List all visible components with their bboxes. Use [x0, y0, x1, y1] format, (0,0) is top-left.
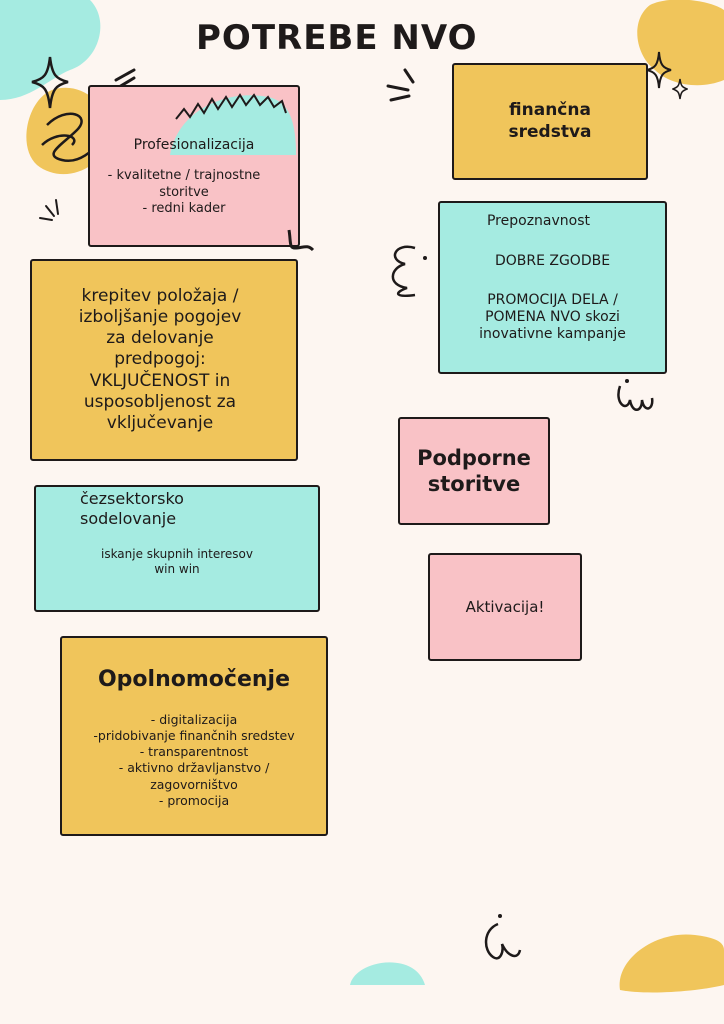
sparkle-icon: [646, 51, 672, 89]
yellow-blob-bottom-right: [619, 934, 724, 993]
note-heading: finančna sredstva: [508, 100, 592, 142]
note-body: - digitalizacija -pridobivanje finančnih…: [93, 711, 295, 808]
note-heading: Profesionalizacija: [133, 136, 255, 153]
rays-icon: [39, 199, 59, 221]
sparkle-icon: [31, 56, 69, 109]
note-cezsektorsko-sodelovanje: čezsektorsko sodelovanje iskanje skupnih…: [34, 485, 320, 612]
note-body: iskanje skupnih interesov win win: [100, 547, 253, 576]
note-krepitev-polozaja: krepitev položaja / izboljšanje pogojev …: [30, 259, 298, 461]
rays-icon: [386, 68, 415, 102]
swirl-icon: [617, 379, 654, 411]
note-body: PROMOCIJA DELA / POMENA NVO skozi inovat…: [479, 292, 626, 342]
note-heading: Aktivacija!: [465, 597, 545, 616]
zigzag-icon: [170, 93, 296, 155]
note-heading: čezsektorsko sodelovanje: [80, 489, 184, 528]
note-heading: Podporne storitve: [417, 445, 531, 496]
swirl-icon: [484, 914, 522, 960]
note-podporne-storitve: Podporne storitve: [398, 417, 550, 525]
note-body: - kvalitetne / trajnostne storitve - red…: [107, 168, 261, 216]
aqua-blob-top-left: [0, 0, 101, 100]
note-profesionalizacija: Profesionalizacija - kvalitetne / trajno…: [88, 85, 300, 247]
aqua-blob-bottom: [350, 962, 425, 985]
note-body: krepitev položaja / izboljšanje pogojev …: [78, 285, 242, 434]
note-prepoznavnost: Prepoznavnost DOBRE ZGODBE PROMOCIJA DEL…: [438, 201, 667, 374]
squiggle-icon: [287, 229, 315, 252]
note-aktivacija: Aktivacija!: [428, 553, 582, 661]
note-heading: Prepoznavnost: [486, 213, 591, 229]
swirl-icon: [391, 245, 427, 297]
sparkle-icon: [672, 78, 688, 100]
note-opolnomocenje: Opolnomočenje - digitalizacija -pridobiv…: [60, 636, 328, 836]
note-heading: Opolnomočenje: [97, 667, 290, 692]
yellow-blob-top-right: [637, 0, 724, 86]
yellow-blob-left: [26, 87, 108, 175]
note-financna-sredstva: finančna sredstva: [452, 63, 648, 180]
note-subheading: DOBRE ZGODBE: [494, 252, 611, 269]
page-title: POTREBE NVO: [196, 18, 478, 58]
